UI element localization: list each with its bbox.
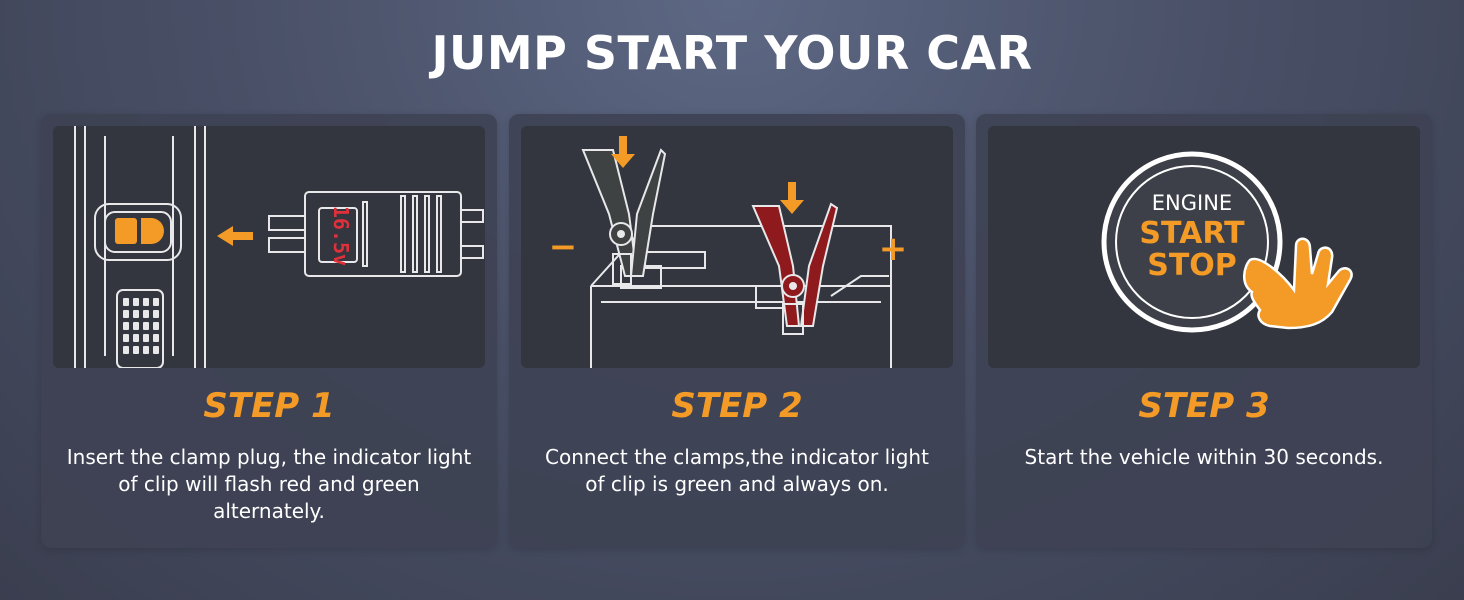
stop-label: STOP [1147, 248, 1237, 283]
clamp-plug-icon [268, 191, 484, 277]
arrow-down-icon [611, 136, 804, 214]
step-1-label: STEP 1 [203, 386, 335, 426]
step-3-card: ENGINE START STOP STEP 3 Start the vehic… [976, 114, 1432, 548]
step-3-illustration: ENGINE START STOP [988, 126, 1420, 368]
step-1-card: 16.5v STEP 1 Insert the clamp plug, the … [41, 114, 497, 548]
step-1-text: Insert the clamp plug, the indicator lig… [66, 445, 472, 523]
step-2-card: − + STEP 2 Connect the clamps,the indica… [509, 114, 965, 548]
page-title: JUMP START YOUR CAR [431, 26, 1033, 80]
voltage-display: 16.5v [329, 206, 353, 266]
step-2-label: STEP 2 [671, 386, 803, 426]
engine-label: ENGINE [1152, 191, 1232, 215]
negative-sign: − [549, 227, 578, 267]
step-3-text: Start the vehicle within 30 seconds. [1024, 445, 1384, 469]
step-2-text: Connect the clamps,the indicator light o… [545, 445, 929, 496]
step-3-label: STEP 3 [1138, 386, 1270, 426]
battery-icon [590, 225, 892, 368]
red-clamp-icon [751, 202, 839, 335]
step-1-illustration: 16.5v [53, 126, 485, 368]
jump-starter-port-icon: 16.5v [74, 126, 484, 368]
black-clamp-icon [581, 148, 667, 285]
engine-start-stop-button-icon [1101, 151, 1283, 333]
step-2-illustration: − + [521, 126, 953, 368]
positive-sign: + [879, 229, 908, 269]
arrow-left-icon [217, 226, 253, 246]
hand-pointer-icon [1243, 237, 1353, 330]
start-label: START [1139, 216, 1245, 251]
